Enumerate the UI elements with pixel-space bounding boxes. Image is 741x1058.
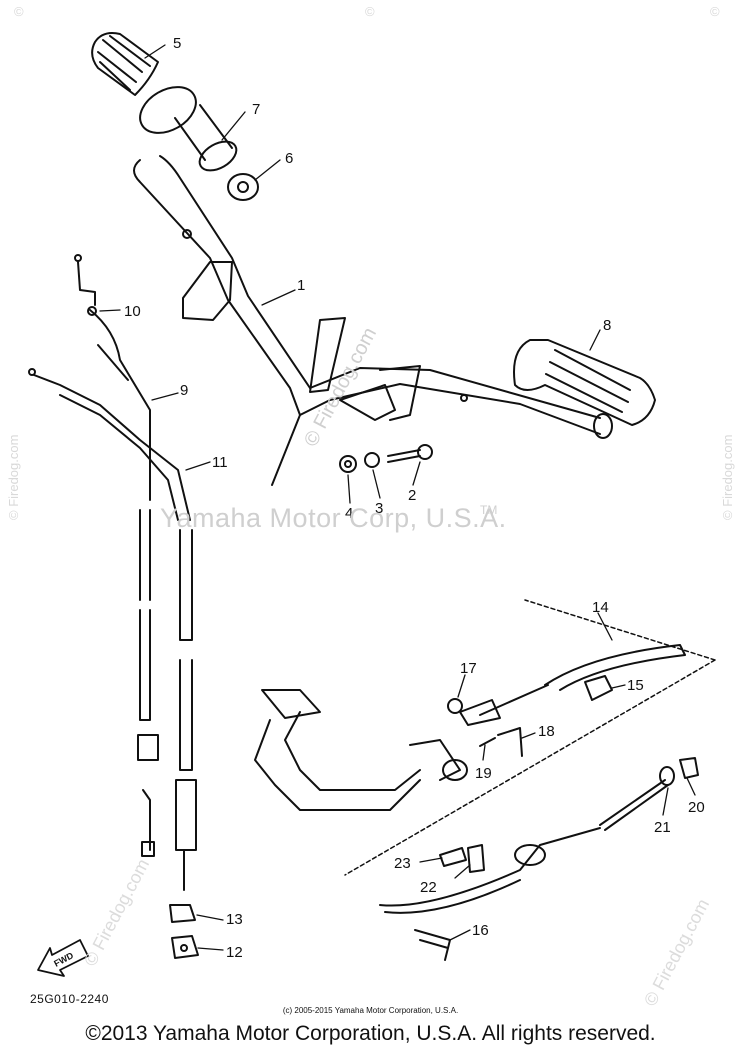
part-13-block bbox=[169, 904, 196, 923]
callout-16: 16 bbox=[472, 922, 489, 939]
callout-13: 13 bbox=[226, 911, 243, 928]
part-8-grip bbox=[513, 339, 656, 426]
part-18-pin bbox=[497, 727, 523, 757]
part-5-grip bbox=[91, 32, 197, 134]
small-copyright: (c) 2005-2015 Yamaha Motor Corporation, … bbox=[282, 1006, 459, 1015]
callout-21: 21 bbox=[654, 819, 671, 836]
drawing-code: 25G010-2240 bbox=[30, 992, 109, 1006]
part-15-clip bbox=[584, 675, 613, 701]
part-17-ring bbox=[447, 698, 463, 714]
callout-1: 1 bbox=[297, 277, 305, 294]
callout-19: 19 bbox=[475, 765, 492, 782]
corner-watermark-tl: © bbox=[14, 4, 24, 19]
lower-group-outline bbox=[344, 599, 716, 876]
tm-mark: TM bbox=[480, 503, 498, 517]
callout-8: 8 bbox=[603, 317, 611, 334]
callout-6: 6 bbox=[285, 150, 293, 167]
center-watermark: Yamaha Motor Corp, U.S.A. bbox=[160, 503, 507, 533]
part-7-sleeve bbox=[174, 104, 238, 172]
part-21-spring bbox=[599, 779, 669, 831]
leader-lines bbox=[99, 44, 696, 951]
part-1-handlebar bbox=[133, 155, 613, 486]
part-19-cotter bbox=[479, 737, 496, 747]
fwd-arrow-icon bbox=[37, 939, 89, 977]
callout-20: 20 bbox=[688, 799, 705, 816]
part-9-cable bbox=[74, 254, 159, 857]
callout-23: 23 bbox=[394, 855, 411, 872]
callout-9: 9 bbox=[180, 382, 188, 399]
part-16-pin bbox=[414, 929, 451, 961]
callout-4: 4 bbox=[345, 505, 353, 522]
callout-18: 18 bbox=[538, 723, 555, 740]
part-11-cable bbox=[28, 368, 197, 891]
callout-3: 3 bbox=[375, 500, 383, 517]
callout-22: 22 bbox=[420, 879, 437, 896]
callout-14: 14 bbox=[592, 599, 609, 616]
callout-15: 15 bbox=[627, 677, 644, 694]
callout-12: 12 bbox=[226, 944, 243, 961]
part-6-end-cap bbox=[227, 173, 259, 201]
brake-rod-cable bbox=[379, 827, 601, 914]
part-4-nut bbox=[339, 455, 357, 473]
callouts: 1 2 3 4 5 6 7 8 9 10 11 12 13 14 15 16 1… bbox=[52, 35, 704, 969]
corner-watermark-tr: © bbox=[710, 4, 720, 19]
part-12-block bbox=[171, 935, 199, 959]
part-3-washer bbox=[364, 452, 380, 468]
part-22-bracket bbox=[467, 844, 485, 873]
side-watermark-right: © Firedog.com bbox=[720, 434, 735, 520]
brake-pedal bbox=[254, 689, 501, 811]
callout-5: 5 bbox=[173, 35, 181, 52]
part-2-bolt bbox=[387, 444, 433, 463]
callout-2: 2 bbox=[408, 487, 416, 504]
part-14-cable bbox=[479, 644, 686, 716]
corner-watermark-tc: © bbox=[365, 4, 375, 19]
callout-10: 10 bbox=[124, 303, 141, 320]
part-10-clamp bbox=[87, 306, 97, 316]
footer-copyright: ©2013 Yamaha Motor Corporation, U.S.A. A… bbox=[85, 1022, 656, 1045]
callout-17: 17 bbox=[460, 660, 477, 677]
side-watermark-left: © Firedog.com bbox=[6, 434, 21, 520]
callout-11: 11 bbox=[212, 454, 228, 471]
part-20-nut bbox=[659, 757, 699, 786]
callout-7: 7 bbox=[252, 101, 260, 118]
part-23-bolt bbox=[439, 847, 467, 867]
